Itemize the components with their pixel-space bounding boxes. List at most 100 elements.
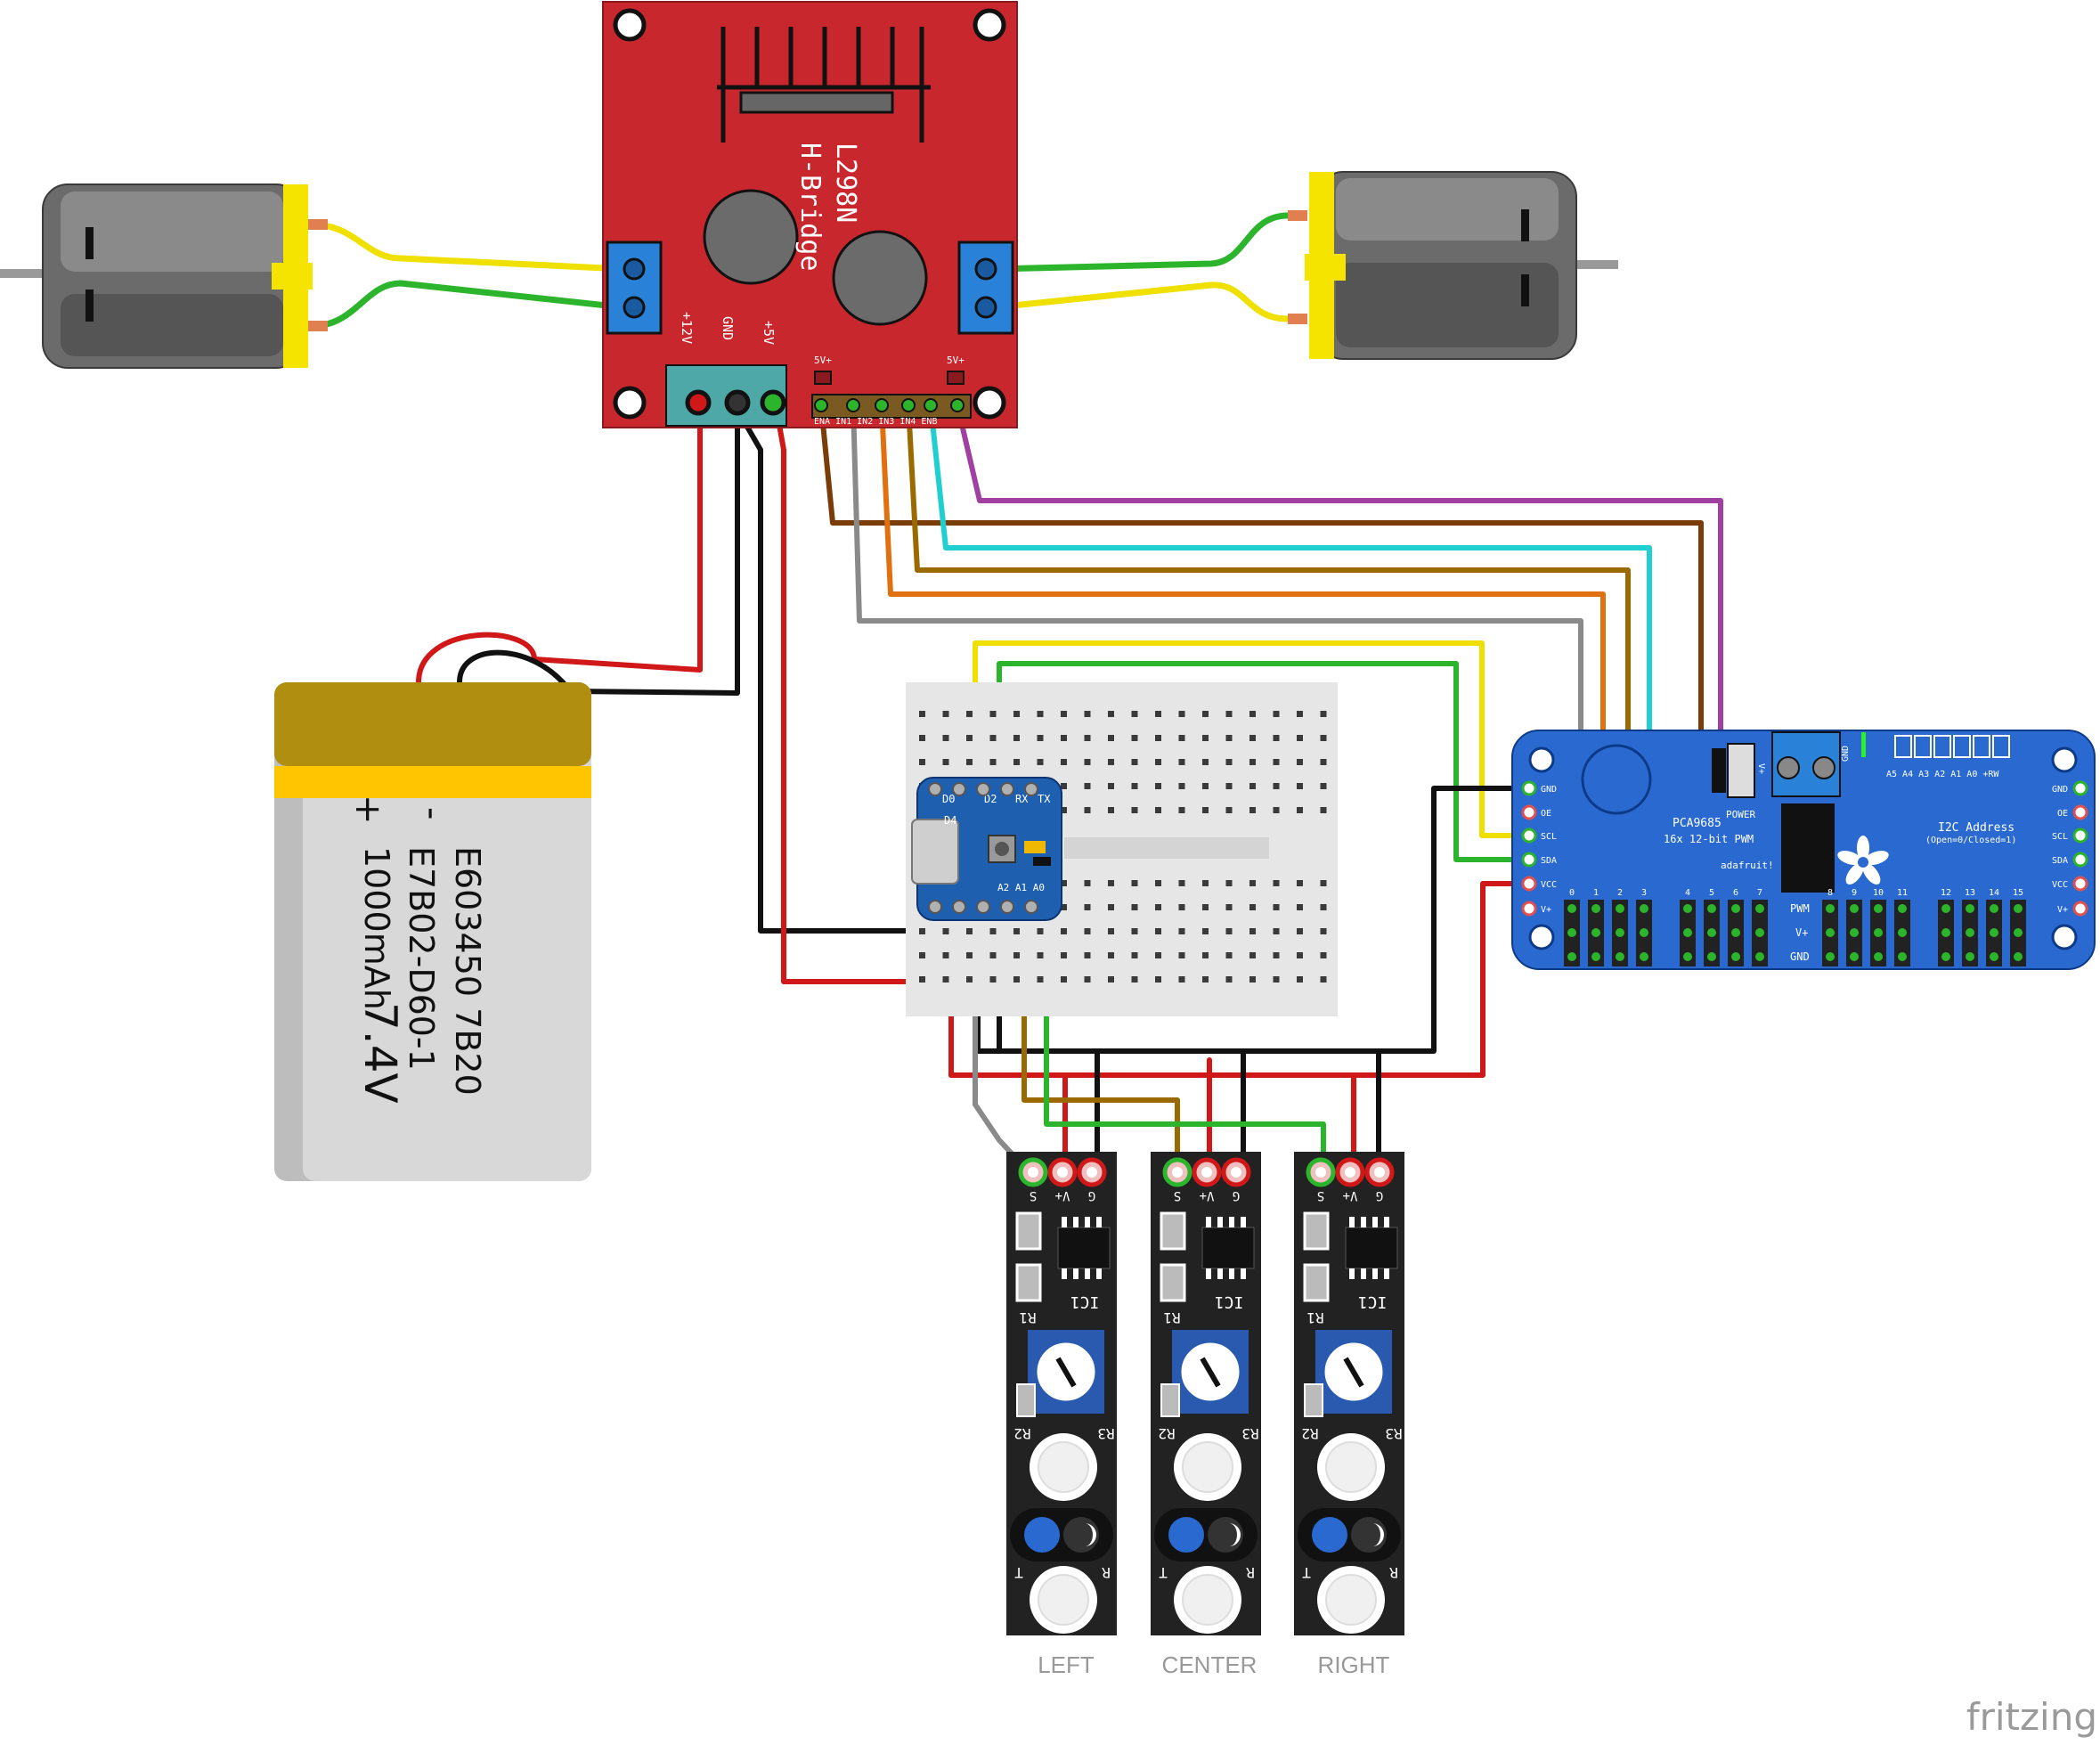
breadboard-hole	[1084, 783, 1091, 789]
breadboard-hole	[1225, 880, 1233, 886]
breadboard-hole	[1131, 880, 1138, 886]
breadboard-hole	[1108, 807, 1114, 813]
breadboard-hole	[1273, 783, 1280, 789]
breadboard-hole	[1108, 976, 1114, 983]
pwm-right-pin-label: GND	[2052, 785, 2068, 795]
breadboard-hole	[1061, 783, 1067, 789]
wire-battery-black	[457, 403, 740, 696]
pwm-left-pin-label: SDA	[1541, 856, 1557, 866]
pwm-left-pin-label: OE	[1541, 809, 1551, 819]
pwm-header-pin	[1683, 904, 1692, 913]
breadboard-hole	[1178, 904, 1185, 910]
breadboard-hole	[1273, 928, 1280, 934]
breadboard-hole	[1249, 904, 1256, 910]
r1-label: R1	[1306, 1309, 1323, 1326]
pwm-channel-number: 8	[1827, 888, 1833, 898]
breadboard-hole	[1320, 783, 1327, 789]
pwm-right-pin-label: SDA	[2052, 856, 2068, 866]
pwm-header-pin	[1707, 952, 1716, 961]
breadboard-hole	[989, 976, 997, 983]
r3-label: R3	[1241, 1425, 1258, 1442]
pwm-header-pin	[1826, 928, 1835, 937]
pwm-vplus-label: V+	[1756, 763, 1766, 774]
pwm-header-pin	[1990, 904, 1998, 913]
pwm-header-pin	[1898, 952, 1907, 961]
mc-small-label: D4	[944, 814, 956, 827]
moon-icon	[1085, 1523, 1096, 1546]
pwm-row-label: PWM	[1790, 902, 1810, 915]
mc-pin-label: D2	[984, 793, 997, 805]
breadboard-hole	[1225, 759, 1233, 765]
pwm-channel-number: 13	[1965, 888, 1975, 898]
breadboard-hole	[1108, 952, 1114, 958]
breadboard-hole	[1108, 711, 1114, 717]
sensor-pin-center	[1201, 1167, 1212, 1178]
pwm-header-pin	[1966, 928, 1974, 937]
pwm-row-label: V+	[1795, 926, 1808, 939]
breadboard-hole	[1061, 904, 1067, 910]
ic-pin	[1217, 1268, 1223, 1279]
breadboard-hole	[1249, 976, 1256, 983]
pwm-channel-number: 3	[1641, 888, 1647, 898]
breadboard-hole	[1225, 976, 1233, 983]
breadboard-hole	[1155, 735, 1161, 741]
pwm-header-pin	[2014, 952, 2023, 961]
wire-left-motor-yellow	[308, 221, 627, 273]
pwm-header-pin	[1898, 904, 1907, 913]
capacitor	[832, 230, 928, 326]
sensor-label-right: RIGHT	[1318, 1651, 1390, 1678]
breadboard-hole	[1225, 711, 1233, 717]
hbridge-subtitle: H-Bridge	[794, 143, 826, 272]
pwm-driver: V+ GND A5 A4 A3 A2 A1 A0 +RW I2C Address…	[1511, 730, 2096, 970]
control-pin-labels: ENA IN1 IN2 IN3 IN4 ENB	[814, 417, 937, 427]
wire-battery-red	[416, 403, 703, 685]
breadboard-hole	[1178, 880, 1185, 886]
breadboard-hole	[942, 711, 949, 717]
sensor-ic	[1201, 1227, 1255, 1269]
mc-pin-label: D0	[942, 793, 955, 805]
breadboard-hole	[1225, 783, 1233, 789]
breadboard-hole	[1178, 759, 1185, 765]
pwm-left-pin-label: V+	[1541, 905, 1551, 915]
ir-emitter-lens	[1038, 1441, 1089, 1493]
sensor-ic	[1345, 1227, 1398, 1269]
pwm-channel-number: 7	[1757, 888, 1762, 898]
ic-pin	[1073, 1217, 1078, 1227]
sensor-pin-center	[1374, 1167, 1385, 1178]
breadboard-hole	[1131, 904, 1138, 910]
wire-enb-purple	[955, 403, 1723, 920]
pwm-right-pin-label: SCL	[2052, 832, 2068, 842]
r-label: R	[1246, 1564, 1255, 1581]
battery-line3: 1000mAh	[357, 846, 396, 1010]
pwm-header-pin	[1591, 928, 1600, 937]
breadboard-hole	[966, 711, 973, 717]
resistor-r1	[1015, 1211, 1042, 1251]
breadboard-hole	[1155, 928, 1161, 934]
breadboard-hole	[989, 928, 997, 934]
breadboard-hole	[1013, 711, 1020, 717]
pwm-right-pin	[2072, 804, 2088, 820]
wire-sda-green	[997, 661, 1527, 862]
sensor-pin-center	[1172, 1167, 1183, 1178]
motor-left	[0, 183, 328, 369]
breadboard-hole	[1297, 904, 1303, 910]
breadboard-hole	[1084, 807, 1091, 813]
mc-pad	[1000, 900, 1014, 914]
breadboard-hole	[919, 952, 925, 958]
breadboard-hole	[1202, 952, 1209, 958]
ir-led-blue	[1024, 1517, 1060, 1553]
pwm-right-pin	[2072, 852, 2088, 868]
breadboard-hole	[1013, 976, 1020, 983]
ic-pin	[1349, 1217, 1355, 1227]
pwm-header-pin	[1755, 928, 1764, 937]
pwm-header-pin	[1755, 904, 1764, 913]
sensor-pin-label: V+	[1343, 1188, 1358, 1203]
breadboard-hole	[1037, 952, 1044, 958]
pwm-header-pin	[1990, 952, 1998, 961]
breadboard-hole	[1320, 735, 1327, 741]
pwm-header-pin	[1707, 904, 1716, 913]
